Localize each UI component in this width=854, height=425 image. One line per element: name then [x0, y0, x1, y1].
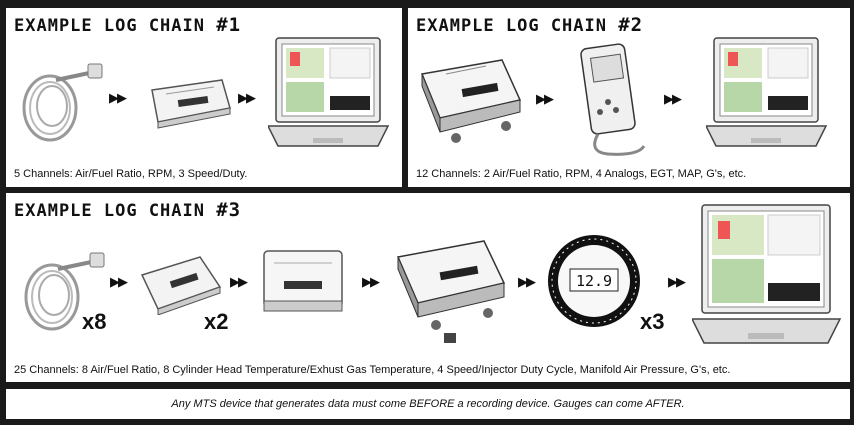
interface-module-icon	[134, 253, 224, 315]
logger-box-icon	[416, 52, 526, 152]
module-count: x2	[204, 309, 229, 334]
gauge-readout: 12.9	[576, 272, 612, 290]
flow-arrow: ▶▶	[230, 275, 248, 290]
interface-module-icon	[258, 243, 348, 319]
chain-3-caption: 25 Channels: 8 Air/Fuel Ratio, 8 Cylinde…	[14, 364, 731, 376]
flow-arrow: ▶▶	[362, 275, 380, 290]
handheld-logger-icon	[568, 42, 648, 162]
log-chain-3-panel: EXAMPLE LOG CHAIN #3 x8 ▶▶ x2 ▶▶ ▶▶	[6, 193, 850, 382]
wideband-sensor-icon	[16, 50, 104, 150]
footer-note-panel: Any MTS device that generates data must …	[6, 389, 850, 419]
footer-note: Any MTS device that generates data must …	[171, 398, 685, 410]
laptop-icon	[706, 36, 828, 160]
flow-arrow: ▶▶	[110, 275, 128, 290]
gauge-count: x3	[640, 309, 665, 334]
log-chain-1-panel: EXAMPLE LOG CHAIN #1 ▶▶ ▶▶	[6, 8, 402, 187]
logger-box-icon	[392, 233, 510, 353]
log-chain-2-panel: EXAMPLE LOG CHAIN #2 ▶▶ ▶▶	[408, 8, 850, 187]
laptop-icon	[692, 203, 842, 361]
flow-arrow: ▶▶	[518, 275, 536, 290]
chain-1-caption: 5 Channels: Air/Fuel Ratio, RPM, 3 Speed…	[14, 168, 248, 180]
laptop-icon	[268, 36, 390, 160]
chain-3-title: EXAMPLE LOG CHAIN #3	[14, 199, 242, 221]
chain-2-title: EXAMPLE LOG CHAIN #2	[416, 14, 644, 36]
flow-arrow: ▶▶	[536, 92, 554, 107]
gauge-icon: 12.9	[546, 233, 642, 329]
flow-arrow: ▶▶	[668, 275, 686, 290]
chain-2-caption: 12 Channels: 2 Air/Fuel Ratio, RPM, 4 An…	[416, 168, 747, 180]
sensor-count: x8	[82, 309, 107, 334]
flow-arrow: ▶▶	[664, 92, 682, 107]
wideband-sensor-icon	[18, 239, 106, 339]
flow-arrow: ▶▶	[238, 91, 256, 106]
flow-arrow: ▶▶	[109, 91, 127, 106]
chain-1-title: EXAMPLE LOG CHAIN #1	[14, 14, 242, 36]
interface-module-icon	[144, 74, 234, 130]
